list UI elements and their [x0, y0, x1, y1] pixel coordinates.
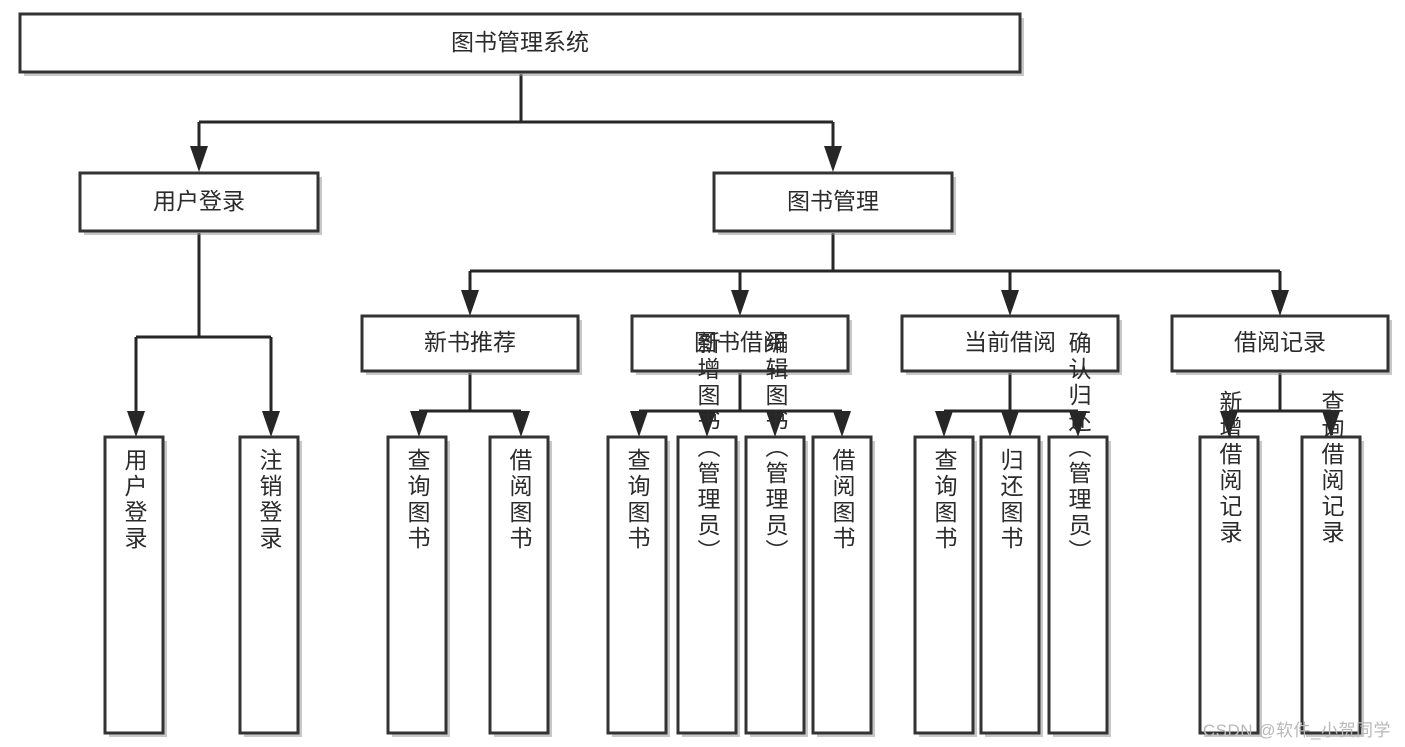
- node-leaf-10-box: [1047, 435, 1109, 735]
- node-leaf-8[interactable]: 查询图书: [913, 435, 977, 737]
- node-leaf-11-label: 新增借阅记录: [1216, 390, 1243, 546]
- arrow-head-current-leaf-0: [935, 411, 953, 437]
- node-leaf-1[interactable]: 注销登录: [238, 435, 302, 737]
- node-user-login-label: 用户登录: [153, 188, 245, 214]
- arrow-head-root-to-user-login: [190, 146, 208, 172]
- node-leaf-10[interactable]: 确认归还（管理员）: [1047, 331, 1111, 737]
- node-leaf-6-label: 编辑图书（管理员）: [762, 331, 789, 565]
- node-leaf-4[interactable]: 查询图书: [606, 435, 670, 737]
- arrow-head-root-to-book-mgmt: [824, 146, 842, 172]
- node-book-borrow-box: [630, 314, 850, 373]
- arrow-head-borrow-leaf-3: [833, 411, 851, 437]
- connector-layer: [127, 74, 1340, 437]
- node-leaf-9[interactable]: 归还图书: [979, 435, 1043, 737]
- arrow-head-new-books-leaf-0: [410, 411, 428, 437]
- node-leaf-12-box: [1300, 435, 1362, 735]
- node-book-borrow[interactable]: 图书借阅: [630, 314, 852, 375]
- arrow-head-borrow-leaf-2: [766, 411, 784, 437]
- node-leaf-8-label: 查询图书: [931, 448, 958, 552]
- arrow-head-book-mgmt-records: [1271, 290, 1289, 316]
- node-leaf-9-label: 归还图书: [997, 448, 1024, 552]
- node-leaf-3-box: [488, 435, 550, 735]
- node-user-login-box: [78, 171, 320, 233]
- node-borrow-records-box: [1170, 314, 1390, 373]
- node-root[interactable]: 图书管理系统: [18, 12, 1024, 76]
- node-book-management[interactable]: 图书管理: [712, 171, 956, 235]
- node-root-box: [18, 12, 1022, 74]
- arrow-head-records-leaf-1: [1322, 411, 1340, 437]
- node-leaf-5[interactable]: 新增图书（管理员）: [676, 331, 740, 737]
- node-leaf-7-box: [811, 435, 873, 735]
- arrow-head-book-mgmt-borrow: [731, 290, 749, 316]
- node-root-label: 图书管理系统: [451, 29, 589, 55]
- arrow-head-user-login-leaf-0: [127, 411, 145, 437]
- node-leaf-5-label: 新增图书（管理员）: [694, 331, 721, 565]
- node-current-borrow-label: 当前借阅: [964, 329, 1056, 355]
- node-user-login[interactable]: 用户登录: [78, 171, 322, 235]
- node-current-borrow[interactable]: 当前借阅: [900, 314, 1122, 375]
- node-leaf-0-label: 用户登录: [121, 448, 148, 552]
- node-book-management-box: [712, 171, 954, 233]
- arrow-head-current-leaf-1: [1001, 411, 1019, 437]
- node-leaf-6-box: [744, 435, 806, 735]
- node-leaf-12-label: 查询借阅记录: [1318, 390, 1345, 546]
- node-leaf-4-label: 查询图书: [624, 448, 651, 552]
- arrow-head-user-login-leaf-1: [262, 411, 280, 437]
- node-leaf-2[interactable]: 查询图书: [386, 435, 450, 737]
- node-borrow-records[interactable]: 借阅记录: [1170, 314, 1392, 375]
- node-book-borrow-label: 图书借阅: [694, 329, 786, 355]
- node-leaf-5-box: [676, 435, 738, 735]
- node-leaf-0[interactable]: 用户登录: [103, 435, 167, 737]
- node-leaf-6[interactable]: 编辑图书（管理员）: [744, 331, 808, 737]
- node-leaf-3-label: 借阅图书: [506, 448, 533, 552]
- node-leaf-3[interactable]: 借阅图书: [488, 435, 552, 737]
- node-new-book-recommend-label: 新书推荐: [424, 329, 516, 355]
- arrow-head-borrow-leaf-0: [630, 411, 648, 437]
- node-new-book-recommend-box: [360, 314, 580, 373]
- arrow-head-borrow-leaf-1: [698, 411, 716, 437]
- node-leaf-1-label: 注销登录: [256, 448, 283, 552]
- node-leaf-8-box: [913, 435, 975, 735]
- node-new-book-recommend[interactable]: 新书推荐: [360, 314, 582, 375]
- node-leaf-7-label: 借阅图书: [829, 448, 856, 552]
- node-leaf-12[interactable]: 查询借阅记录: [1300, 390, 1364, 737]
- arrow-head-current-leaf-2: [1069, 411, 1087, 437]
- node-borrow-records-label: 借阅记录: [1234, 329, 1326, 355]
- node-leaf-0-box: [103, 435, 165, 735]
- node-leaf-7[interactable]: 借阅图书: [811, 435, 875, 737]
- node-leaf-10-label: 确认归还（管理员）: [1065, 331, 1092, 565]
- arrow-head-records-leaf-0: [1220, 411, 1238, 437]
- node-leaf-11[interactable]: 新增借阅记录: [1198, 390, 1262, 737]
- node-leaf-1-box: [238, 435, 300, 735]
- node-leaf-2-box: [386, 435, 448, 735]
- arrow-head-book-mgmt-new-books: [461, 290, 479, 316]
- node-book-management-label: 图书管理: [787, 188, 879, 214]
- arrow-head-new-books-leaf-1: [512, 411, 530, 437]
- node-leaf-11-box: [1198, 435, 1260, 735]
- arrow-head-book-mgmt-current: [1001, 290, 1019, 316]
- node-leaf-9-box: [979, 435, 1041, 735]
- node-current-borrow-box: [900, 314, 1120, 373]
- node-leaf-4-box: [606, 435, 668, 735]
- node-leaf-2-label: 查询图书: [404, 448, 431, 552]
